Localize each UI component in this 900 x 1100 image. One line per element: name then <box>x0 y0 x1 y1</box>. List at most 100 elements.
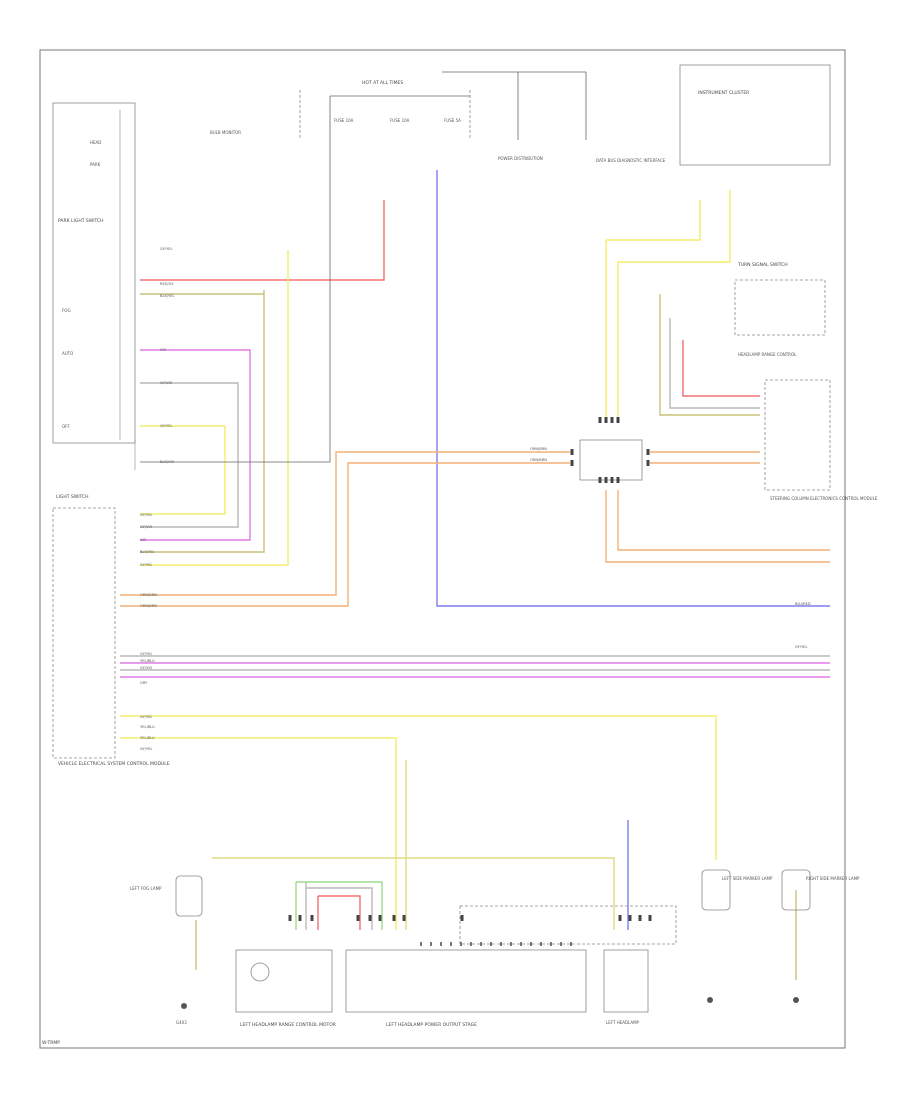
connector-pin <box>610 417 614 423</box>
connector-pin <box>638 915 642 921</box>
connector-pin <box>500 942 502 946</box>
headlamp-power-box <box>345 949 587 1013</box>
vehicle-module-label: VEHICLE ELECTRICAL SYSTEM CONTROL MODULE <box>58 761 170 767</box>
fuse-2: FUSE 10A <box>390 118 410 123</box>
connector-pin <box>310 915 314 921</box>
wire-yellow-top-right <box>606 200 701 241</box>
left-headlamp-box <box>603 949 649 1013</box>
connector-pin <box>648 915 652 921</box>
connector-pin <box>420 942 422 946</box>
connector-pin <box>490 942 492 946</box>
left-side-marker-label: LEFT SIDE MARKER LAMP <box>722 876 773 881</box>
connector-pin <box>510 942 512 946</box>
connector-pin <box>470 942 472 946</box>
headlamp-connector-dash <box>459 905 677 945</box>
connector-pin <box>530 942 532 946</box>
wire-green-bottom-2 <box>296 881 383 930</box>
switch-item-head: HEAD <box>90 140 101 145</box>
wire-label: ORN/BRN <box>530 458 547 462</box>
connector-pin <box>430 942 432 946</box>
wire-label: VIO <box>140 538 147 542</box>
wire-label: GRY <box>140 681 148 685</box>
wire-label: BLK/YEL <box>140 550 155 554</box>
right-side-marker-box <box>781 869 811 911</box>
fuse-1: FUSE 10A <box>334 118 354 123</box>
wire-label: ORN/BRN <box>530 447 547 451</box>
wire-label: GY/VIO <box>140 525 153 529</box>
connector-pin <box>356 915 360 921</box>
steering-column-module-box <box>764 379 831 491</box>
left-fog-lamp-box <box>175 875 203 917</box>
connector-pin <box>560 942 562 946</box>
wire-label: BLK/YEL <box>160 294 175 298</box>
connector-pin <box>618 915 622 921</box>
wire-grey-bottom-2 <box>306 887 373 930</box>
instrument-cluster-label: INSTRUMENT CLUSTER <box>698 90 749 96</box>
gateway-connector-box <box>579 439 643 481</box>
wire-brown-yellow <box>140 290 265 553</box>
ground-mid <box>707 997 713 1003</box>
wire-label: GY/YEL <box>140 747 152 751</box>
turn-signal-switch-label: TURN SIGNAL SWITCH <box>737 262 788 268</box>
steering-column-label: STEERING COLUMN ELECTRONICS CONTROL MODU… <box>770 496 878 501</box>
wire-label: YEL/BLU <box>140 736 155 740</box>
right-side-marker-label: RIGHT SIDE MARKER LAMP <box>806 876 860 881</box>
fuse-3: FUSE 5A <box>444 118 461 123</box>
wire-label: GY/YEL <box>795 645 807 649</box>
connector-pin <box>598 417 602 423</box>
component-layer <box>52 64 831 1013</box>
connector-pin <box>616 417 620 423</box>
connector-pin <box>298 915 302 921</box>
light-switch-box <box>52 102 136 444</box>
wire-grey-right <box>669 318 760 409</box>
headlamp-power-label: LEFT HEADLAMP POWER OUTPUT STAGE <box>386 1022 477 1028</box>
wire-orange-1 <box>120 451 570 596</box>
vehicle-control-module-box <box>52 507 116 759</box>
connector-pin <box>440 942 442 946</box>
wire-black <box>140 96 331 463</box>
connector-pin <box>570 942 572 946</box>
wire-label: ORN/BRN <box>140 593 157 597</box>
connector-pin <box>570 460 574 466</box>
instrument-cluster-box <box>679 64 831 166</box>
connector-pin <box>550 942 552 946</box>
connector-pin <box>540 942 542 946</box>
wire-label: GY/YEL <box>140 715 152 719</box>
wire-beige-bottom <box>212 857 615 930</box>
connector-pin <box>402 915 406 921</box>
wire-label: GY/YEL <box>140 513 152 517</box>
switch-item-park: PARK LIGHT SWITCH <box>58 218 104 224</box>
wire-orange-2 <box>120 462 570 607</box>
diagram-code: W-TRMP <box>42 1040 60 1046</box>
wire-label: YEL/BLU <box>140 659 155 663</box>
wire-label: GY/YEL <box>140 652 152 656</box>
connector-pin <box>598 477 602 483</box>
connector-pin <box>604 417 608 423</box>
connector-pin <box>460 915 464 921</box>
diagram-frame <box>39 49 846 1049</box>
wire-label: GY/VIO <box>140 666 153 670</box>
wire-brown-right <box>659 294 760 416</box>
headlamp-range-label: HEADLAMP RANGE CONTROL <box>738 352 797 357</box>
ground-right <box>793 997 799 1003</box>
ground-left <box>181 1003 187 1009</box>
wire-label: BLK/VIO <box>160 460 175 464</box>
wire-label: VIO <box>160 348 167 352</box>
left-side-marker-box <box>701 869 731 911</box>
wire-red-right <box>682 340 760 397</box>
wire-orange-6 <box>617 490 830 551</box>
distribution-label: POWER DISTRIBUTION <box>498 156 543 161</box>
wire-violet <box>140 349 251 541</box>
connector-pin <box>616 477 620 483</box>
wire-label: YEL/BLU <box>140 725 155 729</box>
ground-label: G403 <box>176 1020 187 1025</box>
wire-yellow <box>140 250 289 566</box>
connector-pin <box>288 915 292 921</box>
connector-pin <box>520 942 522 946</box>
connector-pins <box>288 417 652 946</box>
switch-item-off: OFF <box>62 424 70 429</box>
wire-yellow-lower-2 <box>120 737 397 930</box>
connector-pin <box>378 915 382 921</box>
switch-item-auto: AUTO <box>62 351 73 356</box>
